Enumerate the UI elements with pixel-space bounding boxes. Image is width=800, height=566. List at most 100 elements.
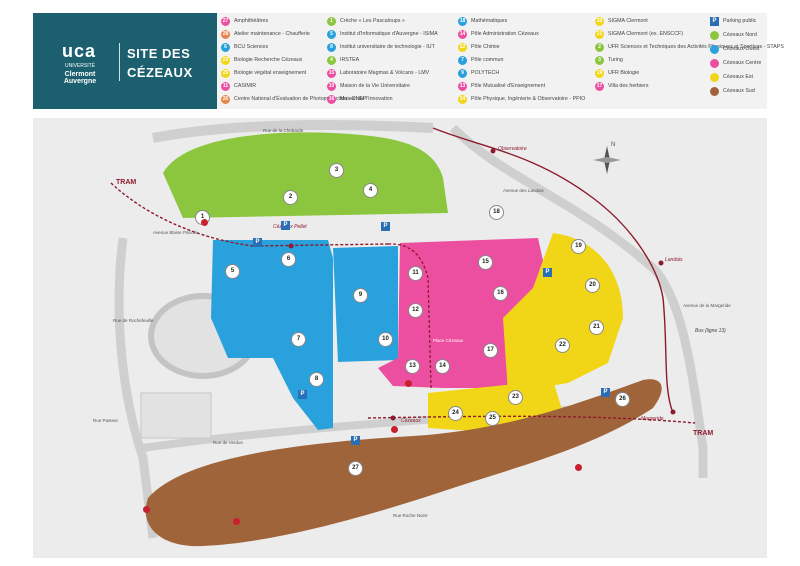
legend-number: 10 bbox=[327, 82, 336, 91]
legend-label: Laboratoire Magmas & Volcans - LMV bbox=[340, 70, 430, 76]
building-number: 10 bbox=[378, 332, 393, 347]
legend-label: Maison de l'Innovation bbox=[340, 96, 393, 102]
legend-label: POLYTECH bbox=[471, 70, 500, 76]
legend-number: 15 bbox=[327, 69, 336, 78]
building-number: 25 bbox=[485, 411, 500, 426]
legend-number: 5 bbox=[327, 30, 336, 39]
building-number: 19 bbox=[571, 239, 586, 254]
building-number: 5 bbox=[225, 264, 240, 279]
legend-header: uca UNIVERSITÉ Clermont Auvergne SITE DE… bbox=[33, 13, 784, 109]
restaurant-icon bbox=[201, 219, 208, 226]
legend-label: Pôle Physique, Ingénierie & Observatoire… bbox=[471, 96, 586, 102]
legend-number: 3 bbox=[595, 56, 604, 65]
legend-number: 18 bbox=[458, 17, 467, 26]
brand-separator bbox=[119, 43, 120, 81]
legend-number: 4 bbox=[327, 56, 336, 65]
street-margeride: Avenue de la Margeride bbox=[683, 303, 731, 308]
parking-marker: P bbox=[543, 268, 552, 277]
zone-west-a bbox=[211, 240, 333, 430]
legend-number: 11 bbox=[221, 82, 230, 91]
legend-label: Maison de la Vie Universitaire bbox=[340, 83, 410, 89]
tram-line-south bbox=[367, 415, 696, 424]
stop-landais: Landais bbox=[665, 257, 683, 263]
legend-number: 27 bbox=[221, 17, 230, 26]
building-number: 8 bbox=[309, 372, 324, 387]
street-roche-noire: Rue Roche Noire bbox=[393, 513, 428, 518]
building-number: 14 bbox=[435, 359, 450, 374]
building-number: 3 bbox=[329, 163, 344, 178]
legend-label: IRSTEA bbox=[340, 57, 360, 63]
legend-number: 24 bbox=[458, 95, 467, 104]
legend-label: Biologie végétal enseignement bbox=[234, 70, 307, 76]
building-number: 12 bbox=[408, 303, 423, 318]
building-number: 2 bbox=[283, 190, 298, 205]
legend-label: Institut d'Informatique d'Auvergne - ISI… bbox=[340, 31, 438, 37]
north-arrow-icon: N bbox=[591, 142, 623, 176]
legend-number: 25 bbox=[221, 69, 230, 78]
stop-margeride-dot bbox=[670, 409, 676, 415]
stop-observatoire-dot bbox=[490, 148, 496, 154]
legend-label: UFR Sciences et Techniques des Activités… bbox=[608, 44, 784, 50]
road-west bbox=[114, 237, 158, 539]
legend-label: Institut universitaire de technologie - … bbox=[340, 44, 435, 50]
title-line-1: SITE DES bbox=[127, 46, 191, 61]
building-number: 16 bbox=[493, 286, 508, 301]
legend-label: SIGMA Clermont (ex. ENSCCF) bbox=[608, 31, 684, 37]
parking-icon: P bbox=[710, 17, 719, 26]
legend-label: Centre National d'Évaluation de Photopro… bbox=[234, 96, 367, 102]
stop-observatoire: Observatoire bbox=[498, 146, 527, 152]
building-number: 21 bbox=[589, 320, 604, 335]
street-verdun: Rue de Verdun bbox=[213, 440, 244, 445]
parking-marker: P bbox=[281, 221, 290, 230]
restaurant-icon bbox=[233, 518, 240, 525]
center-swatch bbox=[710, 59, 719, 68]
stop-margeride: Margeride bbox=[641, 416, 664, 422]
legend-number: 26 bbox=[221, 95, 230, 104]
tram-line-west bbox=[110, 182, 389, 247]
legend-number: 13 bbox=[458, 82, 467, 91]
legend-number: 2 bbox=[595, 43, 604, 52]
legend-label: Pôle Chimie bbox=[471, 44, 500, 50]
legend-label: Pôle commun bbox=[471, 57, 504, 63]
zone-north bbox=[163, 132, 448, 218]
legend-number: 28 bbox=[221, 30, 230, 39]
legend-number: 16 bbox=[327, 95, 336, 104]
legend-center-label: Cézeaux Centre bbox=[723, 60, 762, 66]
building-number: 11 bbox=[408, 266, 423, 281]
legend-number: 8 bbox=[327, 43, 336, 52]
street-chebarde: Rue de la Chebarde bbox=[263, 128, 304, 133]
legend-number: 7 bbox=[458, 56, 467, 65]
legend-label: CASIMIR bbox=[234, 83, 257, 89]
logo-name: Clermont Auvergne bbox=[63, 71, 97, 85]
parking-marker: P bbox=[253, 238, 262, 247]
legend-parking-label: Parking public bbox=[723, 18, 757, 24]
west-swatch bbox=[710, 45, 719, 54]
legend-number: 6 bbox=[221, 43, 230, 52]
building-number: 22 bbox=[555, 338, 570, 353]
legend-label: Turing bbox=[608, 57, 623, 63]
parking-marker: P bbox=[298, 390, 307, 399]
restaurant-icon bbox=[143, 506, 150, 513]
road-north bbox=[152, 120, 434, 143]
legend-number: 23 bbox=[221, 56, 230, 65]
sports-field bbox=[140, 392, 212, 439]
building-number: 20 bbox=[585, 278, 600, 293]
legend-number: 20 bbox=[595, 17, 604, 26]
legend-label: BCU Sciences bbox=[234, 44, 269, 50]
building-number: 4 bbox=[363, 183, 378, 198]
restaurant-icon bbox=[391, 426, 398, 433]
legend-number: 21 bbox=[595, 30, 604, 39]
stop-landais-dot bbox=[658, 260, 664, 266]
stop-cezeaux-dot bbox=[390, 415, 396, 421]
building-number: 15 bbox=[478, 255, 493, 270]
building-number: 27 bbox=[348, 461, 363, 476]
legend-label: Pôle Administration Cézeaux bbox=[471, 31, 539, 37]
legend-label: SIGMA Clermont bbox=[608, 18, 648, 24]
parking-marker: P bbox=[381, 222, 390, 231]
stop-cezeaux: Cézeaux bbox=[401, 418, 421, 424]
street-rochefeuille: Rue de Rochefeuille bbox=[113, 318, 154, 323]
east-swatch bbox=[710, 73, 719, 82]
legend-label: Crèche « Les Pascaloups » bbox=[340, 18, 405, 24]
legend-east-label: Cézeaux Est bbox=[723, 74, 754, 80]
place-cezeaux-label: Place Cézeaux bbox=[433, 338, 464, 343]
